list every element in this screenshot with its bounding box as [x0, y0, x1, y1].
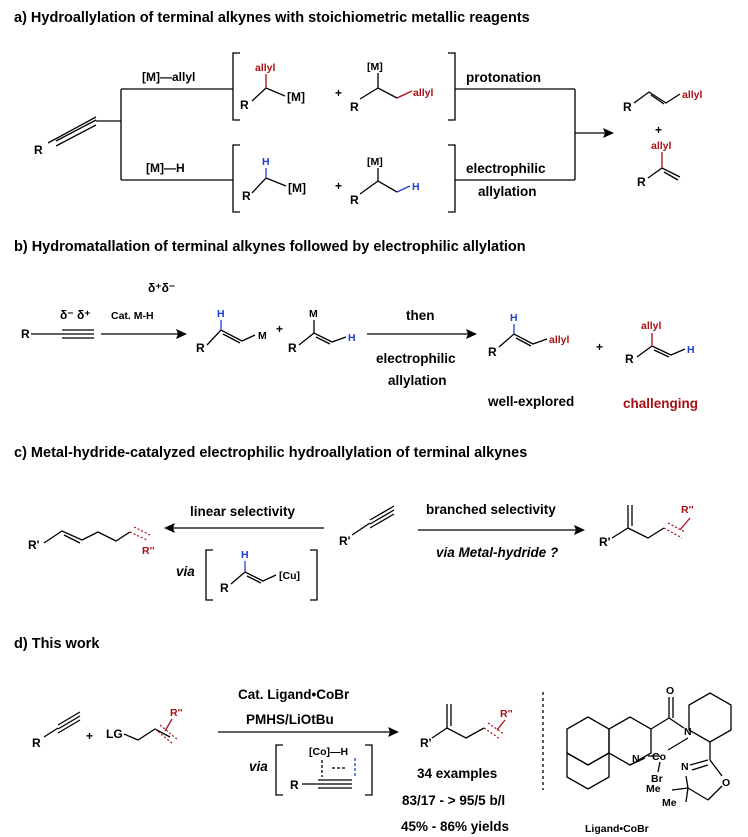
- svg-text:Co: Co: [652, 751, 666, 763]
- svg-text:M: M: [258, 330, 267, 342]
- bracket-bottom-left: [232, 144, 240, 213]
- svg-text:R'': R'': [142, 545, 155, 557]
- svg-text:allyl: allyl: [682, 89, 703, 101]
- svg-text:O: O: [722, 777, 730, 789]
- reagent-m-allyl: [M]—allyl: [142, 70, 195, 84]
- label-pmhs: PMHS/LiOtBu: [246, 712, 334, 727]
- svg-text:[M]: [M]: [287, 90, 305, 104]
- section-b-scheme: δ⁺δ⁻ δ⁻ δ⁺ Cat. M-H R H R M + M R H then…: [21, 281, 698, 411]
- svg-text:R: R: [350, 100, 359, 114]
- svg-text:H: H: [241, 549, 249, 561]
- svg-text:R: R: [290, 778, 299, 792]
- svg-text:R: R: [637, 175, 646, 189]
- delta-top: δ⁺δ⁻: [148, 281, 175, 295]
- svg-text:electrophilic: electrophilic: [376, 351, 456, 366]
- svg-text:allylation: allylation: [388, 373, 447, 388]
- section-d-scheme: R + LG R'' Cat. Ligand•CoBr PMHS/LiOtBu …: [32, 685, 732, 835]
- svg-text:R: R: [240, 98, 249, 112]
- label-branched: branched selectivity: [426, 502, 556, 517]
- svg-text:R': R': [420, 736, 432, 750]
- label-via-co: via: [249, 759, 268, 774]
- section-c-scheme: R' R'' linear selectivity via H R [Cu] R…: [28, 502, 694, 601]
- bracket-bottom-right: [448, 144, 456, 213]
- label-examples: 34 examples: [417, 766, 497, 781]
- label-then: then: [406, 308, 435, 323]
- svg-text:allyl: allyl: [549, 334, 570, 346]
- svg-text:R: R: [220, 581, 229, 595]
- svg-text:+: +: [335, 86, 342, 100]
- section-c-title: c) Metal-hydride-catalyzed electrophilic…: [14, 445, 527, 461]
- label-linear: linear selectivity: [190, 504, 296, 519]
- svg-text:Br: Br: [651, 773, 663, 785]
- svg-text:R: R: [625, 352, 634, 366]
- svg-text:R'': R'': [170, 707, 183, 719]
- label-yields: 45% - 86% yields: [401, 819, 509, 834]
- svg-text:allyl: allyl: [413, 87, 434, 99]
- svg-text:H: H: [217, 308, 225, 320]
- svg-text:R': R': [339, 534, 351, 548]
- svg-text:+: +: [86, 729, 93, 743]
- label-electrophilic: electrophilic: [466, 161, 546, 176]
- svg-text:R: R: [196, 341, 205, 355]
- catalyst-label: Cat. M-H: [111, 310, 154, 322]
- svg-text:R'': R'': [681, 504, 694, 516]
- svg-text:H: H: [412, 181, 420, 193]
- svg-text:[Cu]: [Cu]: [279, 570, 300, 582]
- svg-text:LG: LG: [106, 727, 123, 741]
- svg-text:H: H: [687, 344, 695, 356]
- alkyne-r-bond: [47, 116, 97, 144]
- label-ratio: 83/17 - > 95/5 b/l: [402, 793, 505, 808]
- bracket-top-right: [448, 52, 456, 121]
- alkyne-r: R: [34, 143, 43, 157]
- svg-text:+: +: [655, 123, 662, 137]
- label-catalyst: Cat. Ligand•CoBr: [238, 687, 350, 702]
- svg-text:[M]: [M]: [367, 156, 383, 168]
- svg-text:M: M: [309, 308, 318, 320]
- bracket-top-left: [232, 52, 240, 121]
- svg-text:N: N: [684, 726, 692, 738]
- svg-text:R: R: [623, 100, 632, 114]
- section-a-title: a) Hydroallylation of terminal alkynes w…: [14, 10, 530, 26]
- svg-text:R: R: [350, 193, 359, 207]
- svg-text:R: R: [288, 341, 297, 355]
- ligand-structure: O N N Co Br N O Me Me: [566, 685, 732, 809]
- section-b-title: b) Hydromatallation of terminal alkynes …: [14, 239, 526, 255]
- svg-text:allyl: allyl: [651, 140, 672, 152]
- svg-text:allyl: allyl: [255, 62, 276, 74]
- svg-text:H: H: [510, 312, 518, 324]
- label-via-mh: via Metal-hydride ?: [436, 545, 558, 560]
- label-protonation: protonation: [466, 70, 541, 85]
- reagent-m-h: [M]—H: [146, 161, 185, 175]
- section-d-title: d) This work: [14, 636, 100, 652]
- svg-text:R: R: [488, 345, 497, 359]
- label-well-explored: well-explored: [487, 394, 574, 409]
- svg-text:[M]: [M]: [288, 181, 306, 195]
- svg-text:allyl: allyl: [641, 320, 662, 332]
- svg-text:R: R: [242, 189, 251, 203]
- section-a-scheme: R [M]—allyl [M]—H allyl R [M] + [M] R al…: [34, 52, 703, 213]
- svg-text:R: R: [21, 327, 30, 341]
- svg-text:H: H: [262, 156, 270, 168]
- svg-text:R': R': [599, 535, 611, 549]
- ligand-label: Ligand•CoBr: [585, 823, 649, 835]
- svg-text:Me: Me: [646, 783, 661, 795]
- svg-text:Me: Me: [662, 797, 677, 809]
- label-via-cu: via: [176, 564, 195, 579]
- svg-text:+: +: [596, 340, 603, 354]
- label-challenging: challenging: [623, 396, 698, 411]
- svg-text:+: +: [335, 179, 342, 193]
- svg-text:O: O: [666, 685, 674, 697]
- svg-text:[Co]—H: [Co]—H: [309, 746, 348, 758]
- label-allylation: allylation: [478, 184, 537, 199]
- svg-text:R': R': [28, 538, 40, 552]
- svg-text:R: R: [32, 736, 41, 750]
- svg-text:N: N: [681, 761, 689, 773]
- svg-text:+: +: [276, 322, 283, 336]
- delta-bottom: δ⁻ δ⁺: [60, 308, 91, 322]
- svg-text:R'': R'': [500, 708, 513, 720]
- svg-text:N: N: [632, 753, 640, 765]
- svg-text:H: H: [348, 332, 356, 344]
- svg-text:[M]: [M]: [367, 61, 383, 73]
